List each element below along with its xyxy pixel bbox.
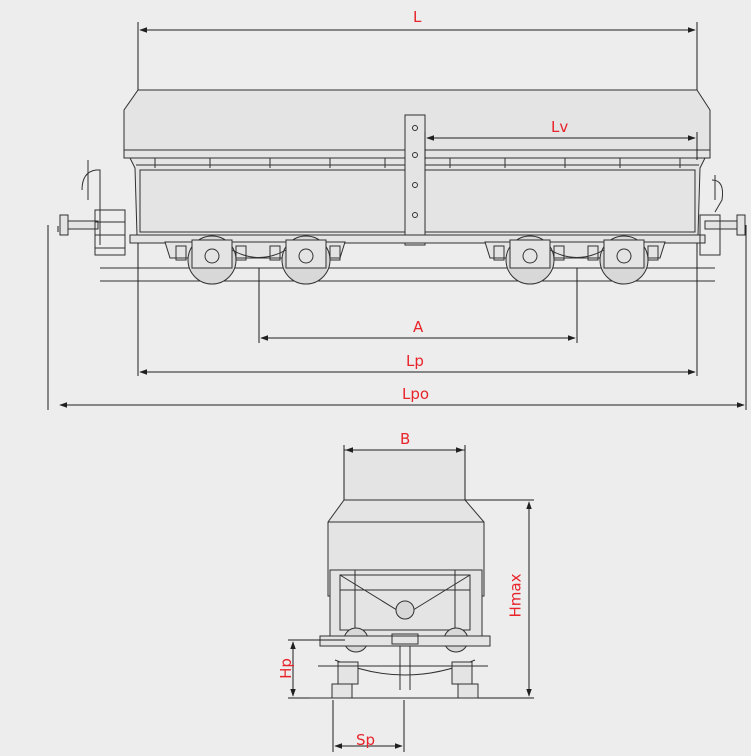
label-L: L bbox=[413, 8, 422, 26]
label-Hp: Hp bbox=[276, 658, 295, 679]
label-Sp: Sp bbox=[356, 731, 376, 749]
label-Lv: Lv bbox=[551, 118, 569, 136]
side-view bbox=[47, 22, 747, 410]
label-B: B bbox=[400, 430, 411, 448]
center-post bbox=[404, 114, 426, 246]
bogie-right bbox=[484, 235, 666, 285]
label-Lpo: Lpo bbox=[402, 385, 430, 403]
right-buffer bbox=[699, 175, 746, 256]
label-Lp: Lp bbox=[406, 352, 424, 370]
end-view bbox=[288, 445, 534, 752]
left-buffer bbox=[59, 160, 126, 256]
label-Hmax: Hmax bbox=[506, 573, 525, 618]
label-A: A bbox=[413, 318, 424, 336]
bogie-left bbox=[164, 235, 346, 285]
